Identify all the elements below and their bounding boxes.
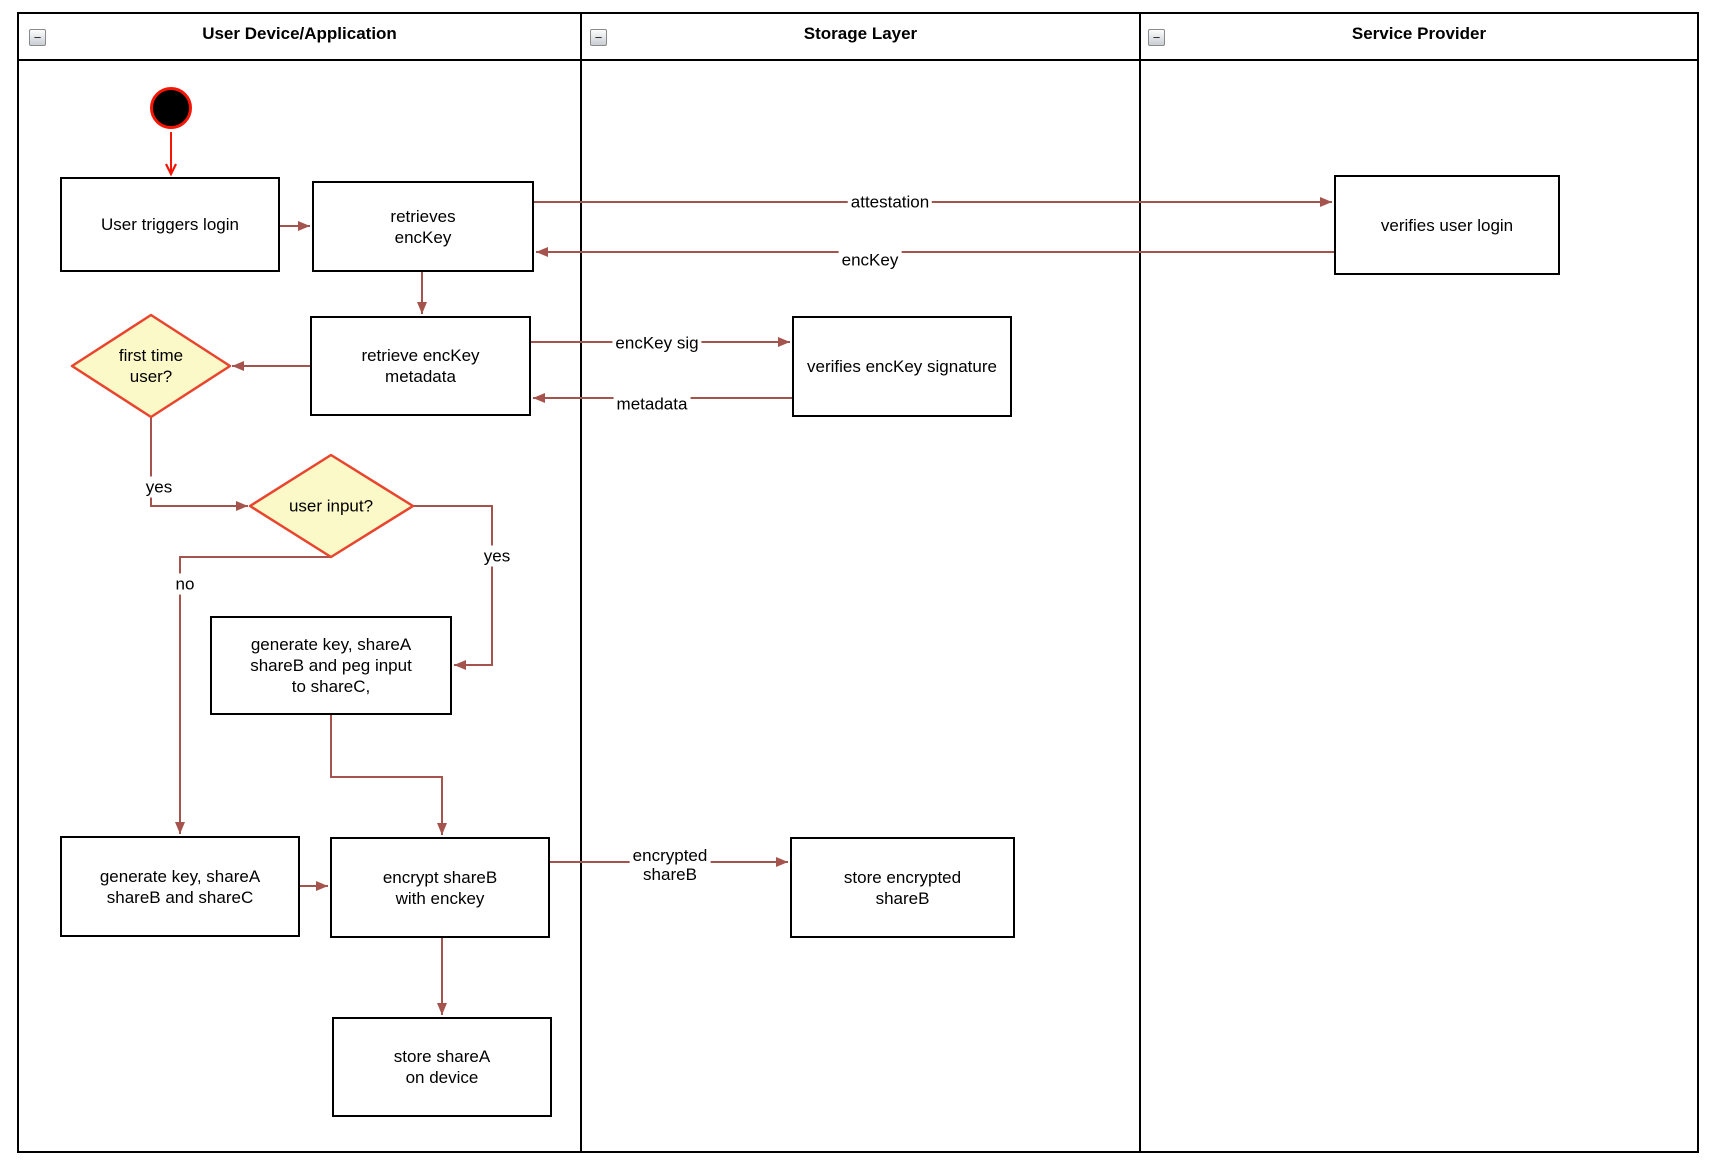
lane-title-service-provider: Service Provider [1351, 24, 1487, 43]
edge-label-metadata: metadata [613, 393, 691, 415]
node-store-encrypted-shareb[interactable]: store encrypted shareB [790, 837, 1015, 938]
collapse-icon[interactable]: − [590, 29, 607, 46]
user-input-label: user input? [288, 496, 374, 516]
node-verifies-enckey-signature[interactable]: verifies encKey signature [792, 316, 1012, 417]
user-input-diamond[interactable] [248, 453, 415, 559]
edge-label-no-user-input: no [172, 573, 198, 595]
edge-userinput-no [175, 556, 331, 834]
edge-label-enckey: encKey [838, 249, 902, 271]
edge-label-enckey-sig: encKey sig [612, 332, 702, 354]
edge-label-encrypted-shareb: encrypted shareB [629, 845, 711, 885]
node-retrieve-enckey-metadata[interactable]: retrieve encKey metadata [310, 316, 531, 416]
node-store-sharea[interactable]: store shareA on device [332, 1017, 552, 1117]
node-generate-key-abc[interactable]: generate key, shareA shareB and shareC [60, 836, 300, 937]
collapse-icon[interactable]: − [29, 29, 46, 46]
start-node[interactable] [150, 87, 192, 129]
node-retrieves-enckey[interactable]: retrieves encKey [312, 181, 534, 272]
edge-peg-to-encrypt [330, 715, 447, 835]
first-time-user-diamond[interactable] [70, 313, 232, 419]
first-time-user-label: first time user? [118, 346, 184, 386]
node-user-triggers-login[interactable]: User triggers login [60, 177, 280, 272]
edge-label-yes-first-time: yes [142, 476, 176, 498]
collapse-icon[interactable]: − [1148, 29, 1165, 46]
edge-label-attestation: attestation [847, 191, 933, 213]
node-generate-key-peg[interactable]: generate key, shareA shareB and peg inpu… [210, 616, 452, 715]
node-encrypt-shareb[interactable]: encrypt shareB with enckey [330, 837, 550, 938]
edge-firsttime-yes [150, 417, 248, 511]
edge-label-yes-user-input: yes [480, 545, 514, 567]
lane-title-user-device: User Device/Application [202, 24, 397, 43]
lane-title-storage-layer: Storage Layer [803, 24, 918, 43]
node-verifies-user-login[interactable]: verifies user login [1334, 175, 1560, 275]
edge-userinput-yes [413, 505, 493, 670]
